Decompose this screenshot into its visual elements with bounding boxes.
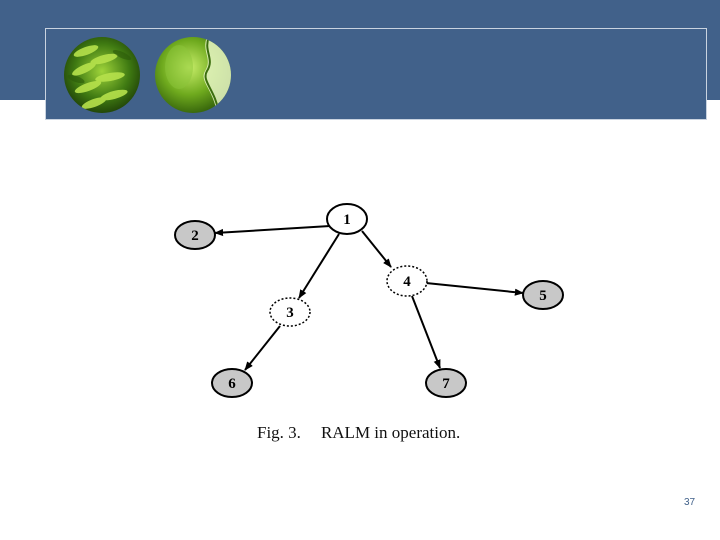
caption-text: RALM in operation. xyxy=(320,423,461,442)
edge-1-3 xyxy=(298,233,340,299)
figure-caption: Fig. 3. RALM in operation. xyxy=(257,423,460,443)
node-7: 7 xyxy=(425,368,467,398)
node-1: 1 xyxy=(326,203,368,235)
svg-text:6: 6 xyxy=(228,376,236,392)
diagram-edges xyxy=(214,225,524,371)
node-3: 3 xyxy=(269,297,311,327)
edge-4-5 xyxy=(425,282,524,296)
edge-3-6 xyxy=(244,325,281,371)
edge-1-2 xyxy=(214,225,331,237)
page-number: 37 xyxy=(684,497,696,508)
node-6: 6 xyxy=(211,368,253,398)
figure-number: Fig. 3. xyxy=(257,423,301,442)
svg-text:7: 7 xyxy=(442,376,450,392)
node-2: 2 xyxy=(174,220,216,250)
node-4: 4 xyxy=(386,265,428,297)
fern-leaves-image xyxy=(64,37,140,113)
svg-text:4: 4 xyxy=(403,274,411,290)
green-leaf-image xyxy=(155,37,231,113)
svg-text:5: 5 xyxy=(539,288,547,304)
svg-text:1: 1 xyxy=(343,212,351,228)
edge-4-7 xyxy=(411,295,441,369)
svg-text:2: 2 xyxy=(191,228,199,244)
node-5: 5 xyxy=(522,280,564,310)
svg-text:3: 3 xyxy=(286,305,294,321)
edge-1-4 xyxy=(361,230,392,268)
